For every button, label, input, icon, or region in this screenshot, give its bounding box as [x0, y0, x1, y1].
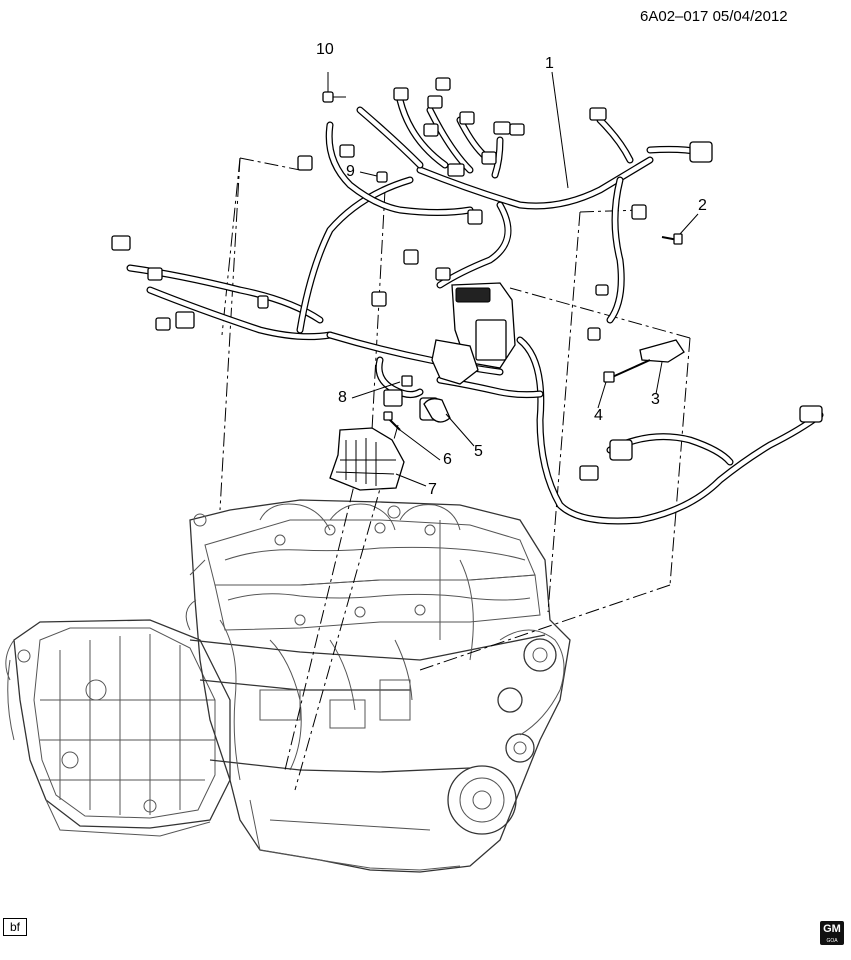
callout-3: 3 — [651, 391, 660, 408]
gm-logo-subtext: GOA — [826, 938, 838, 944]
callout-9: 9 — [346, 163, 355, 180]
callout-4: 4 — [594, 407, 603, 424]
callout-7: 7 — [428, 481, 437, 498]
callout-10: 10 — [316, 41, 334, 58]
bf-tag: bf — [3, 918, 27, 936]
callout-8: 8 — [338, 389, 347, 406]
small-parts — [322, 91, 685, 491]
callout-1: 1 — [545, 55, 554, 72]
wiring-harness — [126, 96, 824, 525]
gm-logo-icon: GM GOA — [820, 921, 844, 945]
gm-logo-text: GM — [823, 923, 841, 935]
callout-2: 2 — [698, 197, 707, 214]
engine-assembly — [5, 499, 571, 873]
harness-connectors — [111, 77, 823, 481]
leader-lines — [327, 71, 699, 487]
callout-6: 6 — [443, 451, 452, 468]
callout-5: 5 — [474, 443, 483, 460]
diagram-code: 6A02–017 05/04/2012 — [640, 8, 788, 25]
